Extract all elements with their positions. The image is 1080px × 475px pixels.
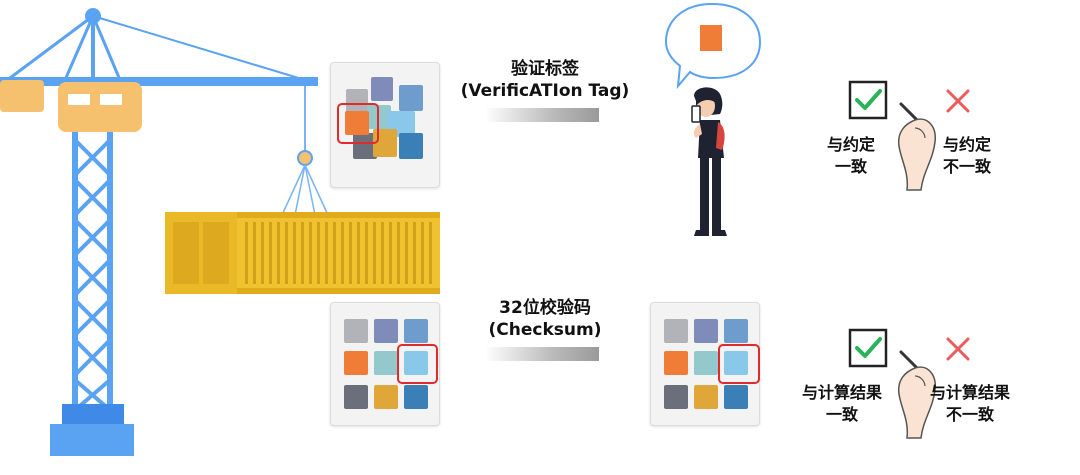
- grid-cell: [344, 319, 368, 343]
- grid-cell: [664, 385, 688, 409]
- grid-panel-left: [330, 302, 440, 426]
- container-icon: [165, 212, 440, 294]
- grid-cell: [694, 385, 718, 409]
- grid-cell: [344, 351, 368, 375]
- grid-cell: [344, 385, 368, 409]
- checkbox-check-icon: [848, 328, 888, 368]
- verification-tag-title: 验证标签: [511, 59, 579, 79]
- cross-icon: [946, 337, 970, 361]
- grid-cell: [664, 319, 688, 343]
- grid-cell: [724, 385, 748, 409]
- grid-cell: [724, 351, 748, 375]
- arrow-bar-bottom: [487, 347, 599, 361]
- verification-tag-label: 验证标签 (VerificATIon Tag): [440, 58, 650, 102]
- speech-bubble-icon: [664, 2, 762, 90]
- grid-cell: [404, 351, 428, 375]
- grid-cell: [404, 385, 428, 409]
- checksum-title: 32位校验码: [499, 298, 591, 318]
- grid-cell: [374, 351, 398, 375]
- grid-cell: [694, 319, 718, 343]
- match-label-top: 与约定 一致: [826, 135, 875, 176]
- grid-panel-right: [650, 302, 760, 426]
- tag-panel-top: [330, 62, 440, 188]
- verification-tag-subtitle: (VerificATIon Tag): [460, 81, 630, 101]
- grid-cell: [374, 385, 398, 409]
- hand-pen-icon: [897, 350, 936, 439]
- grid-cell: [694, 351, 718, 375]
- checkbox-check-icon: [848, 80, 888, 120]
- tag-cell: [399, 85, 423, 111]
- highlight-box: [337, 103, 379, 144]
- checksum-label: 32位校验码 (Checksum): [440, 297, 650, 341]
- person-phone-icon: [691, 87, 727, 236]
- arrow-bar-top: [487, 108, 599, 122]
- match-label-bottom: 与计算结果 一致: [801, 383, 882, 424]
- tag-cell: [399, 133, 423, 159]
- grid-cell: [404, 319, 428, 343]
- hand-pen-icon: [897, 102, 936, 191]
- checksum-subtitle: (Checksum): [488, 320, 602, 340]
- tag-cell: [371, 77, 393, 101]
- grid-cell: [724, 319, 748, 343]
- grid-cell: [374, 319, 398, 343]
- highlight-box: [718, 344, 760, 384]
- cross-icon: [946, 89, 970, 113]
- crane-icon: [0, 8, 329, 456]
- tag-cell-orange: [345, 111, 369, 135]
- grid-cell: [664, 351, 688, 375]
- tag-cell: [346, 89, 368, 113]
- highlight-box: [397, 344, 438, 384]
- mismatch-label-bottom: 与计算结果 不一致: [929, 383, 1010, 424]
- mismatch-label-top: 与约定 不一致: [942, 135, 991, 176]
